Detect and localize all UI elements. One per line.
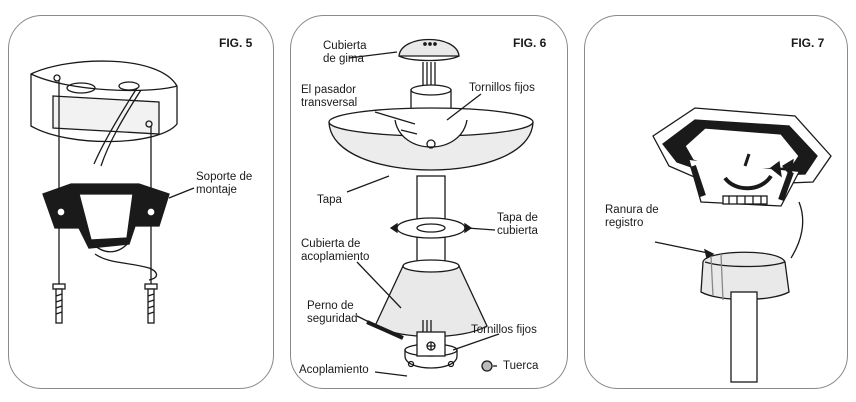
label-ranura-line1: Ranura de	[605, 204, 659, 216]
label-ranura-line2: registro	[605, 217, 644, 229]
figure-7-title: FIG. 7	[791, 36, 825, 50]
label-cubierta-gima-line1: Cubierta	[323, 40, 367, 52]
label-el-pasador-transversal: El pasador transversal	[301, 84, 357, 110]
figure-7-panel: FIG. 7 Ranura de registro	[584, 15, 848, 389]
figure-6-illustration	[328, 38, 534, 377]
label-cubierta-acopl-line2: acoplamiento	[301, 251, 370, 263]
label-pasador-line2: transversal	[301, 97, 358, 109]
figure-5-panel: FIG. 5 Soporte de montaje	[8, 15, 274, 389]
label-perno-line1: Perno de	[307, 300, 354, 312]
label-cubierta-de-gima: Cubierta de gima	[323, 40, 366, 66]
label-soporte-de-montaje: Soporte de montaje	[196, 171, 252, 197]
label-tapa-de-cubierta: Tapa de cubierta	[497, 212, 538, 238]
label-perno-de-seguridad: Perno de seguridad	[307, 300, 358, 326]
label-soporte-line1: Soporte de	[196, 171, 253, 183]
label-tornillos-fijos-top: Tornillos fijos	[469, 82, 535, 94]
label-soporte-line2: montaje	[196, 184, 237, 196]
label-tapa: Tapa	[317, 194, 342, 206]
label-tornillos-fijos-bottom: Tornillos fijos	[471, 324, 537, 336]
figure-6-title: FIG. 6	[513, 36, 547, 50]
label-cubierta-de-acoplamiento: Cubierta de acoplamiento	[301, 238, 369, 264]
figure-6-panel: FIG. 6	[290, 15, 568, 389]
label-perno-line2: seguridad	[307, 313, 358, 325]
label-tapa-cubierta-line1: Tapa de	[497, 212, 538, 224]
figure-5-title: FIG. 5	[219, 36, 253, 50]
label-acoplamiento: Acoplamiento	[299, 364, 369, 376]
label-cubierta-acopl-line1: Cubierta de	[301, 238, 361, 250]
figure-7-illustration	[652, 107, 832, 383]
label-tapa-cubierta-line2: cubierta	[497, 225, 538, 237]
figure-5-illustration	[30, 60, 195, 324]
label-cubierta-gima-line2: de gima	[323, 53, 364, 65]
label-ranura-de-registro: Ranura de registro	[605, 204, 659, 230]
label-pasador-line1: El pasador	[301, 84, 356, 96]
label-tuerca: Tuerca	[503, 360, 539, 372]
